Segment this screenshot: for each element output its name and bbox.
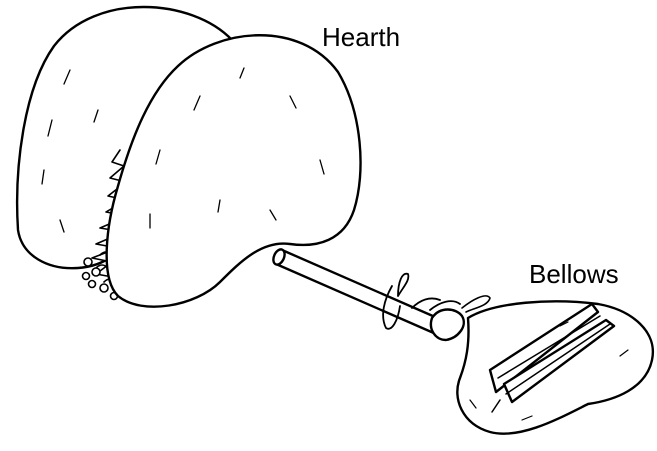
hearth-label: Hearth <box>322 24 400 50</box>
bellows-label: Bellows <box>529 261 619 287</box>
blowpipe <box>276 250 442 334</box>
bellows-neck-knot <box>431 310 464 341</box>
